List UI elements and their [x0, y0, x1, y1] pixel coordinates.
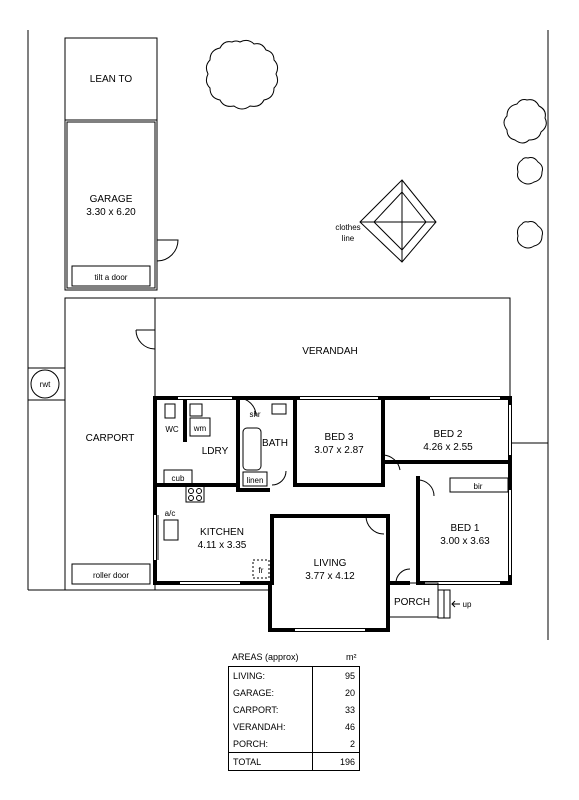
living-size: 3.77 x 4.12 — [305, 571, 355, 582]
rwt-tank-icon — [30, 369, 60, 399]
ac-label: a/c — [165, 509, 176, 518]
total-value: 196 — [312, 752, 360, 771]
table-row: PORCH: 2 — [229, 735, 360, 753]
areas-table: AREAS (approx) m² LIVING: 95 GARAGE: 20 CA… — [228, 648, 360, 771]
table-row: VERANDAH: 46 — [229, 718, 360, 735]
cub-box — [163, 469, 193, 485]
area-label: CARPORT: — [233, 704, 279, 715]
linen-box — [242, 471, 268, 487]
front-door — [395, 568, 411, 584]
tilt-door-label: tilt a door — [95, 273, 128, 282]
rwt-label: rwt — [40, 380, 51, 389]
living-label: LIVING — [314, 558, 347, 569]
roller-door-box — [71, 563, 151, 585]
laundry-trough-icon — [189, 403, 203, 417]
clothes-line-label-1: clothes — [335, 223, 360, 232]
garage-side-door — [156, 239, 179, 262]
area-value: 46 — [312, 718, 360, 735]
basin-icon — [271, 403, 287, 415]
shr-label: shr — [249, 410, 260, 419]
wm-label: wm — [193, 424, 207, 433]
bed1-door — [417, 479, 435, 497]
ldry-door — [237, 397, 257, 417]
kitchen-sink-icon — [163, 519, 179, 541]
shrub-2-icon — [517, 157, 543, 185]
area-value: 95 — [312, 666, 360, 684]
bathtub-icon — [242, 427, 262, 471]
bed2-size: 4.26 x 2.55 — [423, 442, 473, 453]
bed2-door — [382, 454, 401, 471]
bed3-label: BED 3 — [325, 432, 354, 443]
living-door — [365, 515, 385, 535]
bed1-size: 3.00 x 3.63 — [440, 536, 490, 547]
areas-rows: LIVING: 95 GARAGE: 20 CARPORT: 33 VERANDAH:… — [228, 666, 360, 771]
ldry-label: LDRY — [202, 446, 229, 457]
toilet-icon — [164, 403, 176, 419]
total-label: TOTAL — [228, 752, 313, 771]
bed2-label: BED 2 — [434, 429, 463, 440]
clothes-line-label-2: line — [342, 234, 355, 243]
bir-box — [449, 477, 509, 493]
garage-size: 3.30 x 6.20 — [86, 207, 136, 218]
carport-outline — [64, 297, 156, 591]
fridge-box — [252, 559, 270, 579]
wc-label: WC — [165, 425, 179, 434]
lean-to-label: LEAN TO — [90, 74, 133, 85]
kitchen-size: 4.11 x 3.35 — [198, 540, 247, 551]
area-value: 20 — [312, 684, 360, 701]
tilt-door-box — [71, 265, 151, 287]
bed1-label: BED 1 — [451, 523, 480, 534]
floor-plan: LEAN TO GARAGE 3.30 x 6.20 tilt a door c… — [27, 30, 549, 640]
fr-label: fr — [259, 566, 264, 575]
linen-label: linen — [247, 476, 264, 485]
garage-outline — [64, 119, 158, 291]
rwt-frame — [27, 367, 66, 401]
area-label: VERANDAH: — [233, 721, 286, 732]
carport-label: CARPORT — [86, 433, 135, 444]
steps-icon — [437, 589, 451, 619]
shrub-1-icon — [503, 99, 547, 144]
clothes-line-icon — [359, 179, 437, 263]
bed3-size: 3.07 x 2.87 — [314, 445, 364, 456]
table-row: LIVING: 95 — [229, 666, 360, 684]
table-row: GARAGE: 20 — [229, 684, 360, 701]
areas-header: AREAS (approx) m² — [228, 648, 360, 666]
tree-large-icon — [205, 39, 279, 110]
areas-unit: m² — [346, 652, 357, 662]
porch-label: PORCH — [394, 597, 430, 608]
bir-label: bir — [474, 482, 483, 491]
cub-label: cub — [172, 474, 185, 483]
verandah-door — [135, 329, 156, 350]
area-value: 33 — [312, 701, 360, 718]
up-label: up — [463, 600, 472, 609]
area-label: PORCH: — [233, 738, 269, 749]
table-row: CARPORT: 33 — [229, 701, 360, 718]
shrub-3-icon — [517, 221, 543, 249]
stove-icon — [185, 485, 205, 503]
washing-machine-box — [189, 417, 211, 437]
areas-title: AREAS (approx) — [232, 652, 299, 662]
bath-door — [271, 470, 287, 486]
verandah-label: VERANDAH — [302, 346, 358, 357]
up-arrowhead-icon — [451, 600, 456, 608]
area-value: 2 — [312, 735, 360, 753]
roller-door-label: roller door — [93, 571, 129, 580]
area-label: GARAGE: — [233, 687, 275, 698]
bath-label: BATH — [262, 438, 288, 449]
kitchen-label: KITCHEN — [200, 527, 244, 538]
area-label: LIVING: — [233, 670, 266, 681]
garage-label: GARAGE — [90, 194, 133, 205]
garage-inner — [66, 121, 156, 289]
